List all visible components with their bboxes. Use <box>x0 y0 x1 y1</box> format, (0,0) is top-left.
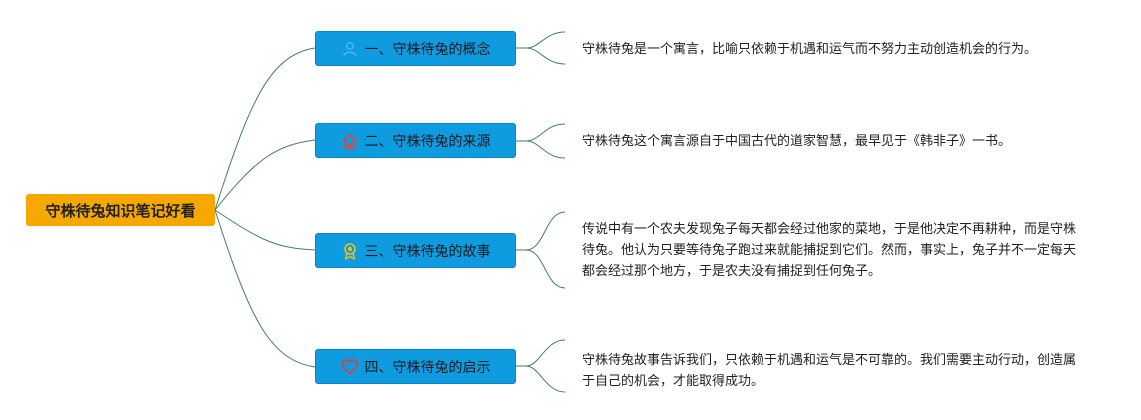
person-icon <box>341 40 359 58</box>
branch-topic-label: 四、守株待兔的启示 <box>364 359 491 376</box>
branch-3-brace <box>525 211 566 289</box>
branch-topic-story[interactable]: 三、守株待兔的故事 <box>315 233 516 268</box>
award-icon <box>341 242 359 260</box>
branch-1-brace <box>525 31 566 65</box>
leaf-note-origin[interactable]: 守株待兔这个寓言源自于中国古代的道家智慧，最早见于《韩非子》一书。 <box>582 134 1012 149</box>
branch-topic-label: 三、守株待兔的故事 <box>364 243 491 260</box>
branch-topic-label: 一、守株待兔的概念 <box>364 41 491 58</box>
branch-2-brace <box>525 123 566 159</box>
root-branch-3-line <box>214 209 316 251</box>
branch-topic-concept[interactable]: 一、守株待兔的概念 <box>315 31 516 66</box>
branch-topic-label: 二、守株待兔的来源 <box>364 133 491 150</box>
root-topic-label: 守株待兔知识笔记好看 <box>45 201 196 220</box>
branch-topic-origin[interactable]: 二、守株待兔的来源 <box>315 123 516 158</box>
leaf-note-story[interactable]: 传说中有一个农夫发现兔子每天都会经过他家的菜地，于是他决定不再耕种，而是守株待兔… <box>582 222 1077 279</box>
leaf-note-lesson[interactable]: 守株待兔故事告诉我们，只依赖于机遇和运气是不可靠的。我们需要主动行动，创造属于自… <box>582 353 1077 389</box>
branch-topic-lesson[interactable]: 四、守株待兔的启示 <box>315 349 516 384</box>
leaf-note-concept[interactable]: 守株待兔是一个寓言，比喻只依赖于机遇和运气而不努力主动创造机会的行为。 <box>582 42 1038 57</box>
heart-icon <box>341 358 359 376</box>
root-branch-2-line <box>214 139 316 211</box>
root-branch-4-line <box>214 209 316 368</box>
branch-4-brace <box>525 339 566 393</box>
root-branch-1-line <box>214 47 316 211</box>
root-topic[interactable]: 守株待兔知识笔记好看 <box>26 194 215 226</box>
home-icon <box>341 132 359 150</box>
